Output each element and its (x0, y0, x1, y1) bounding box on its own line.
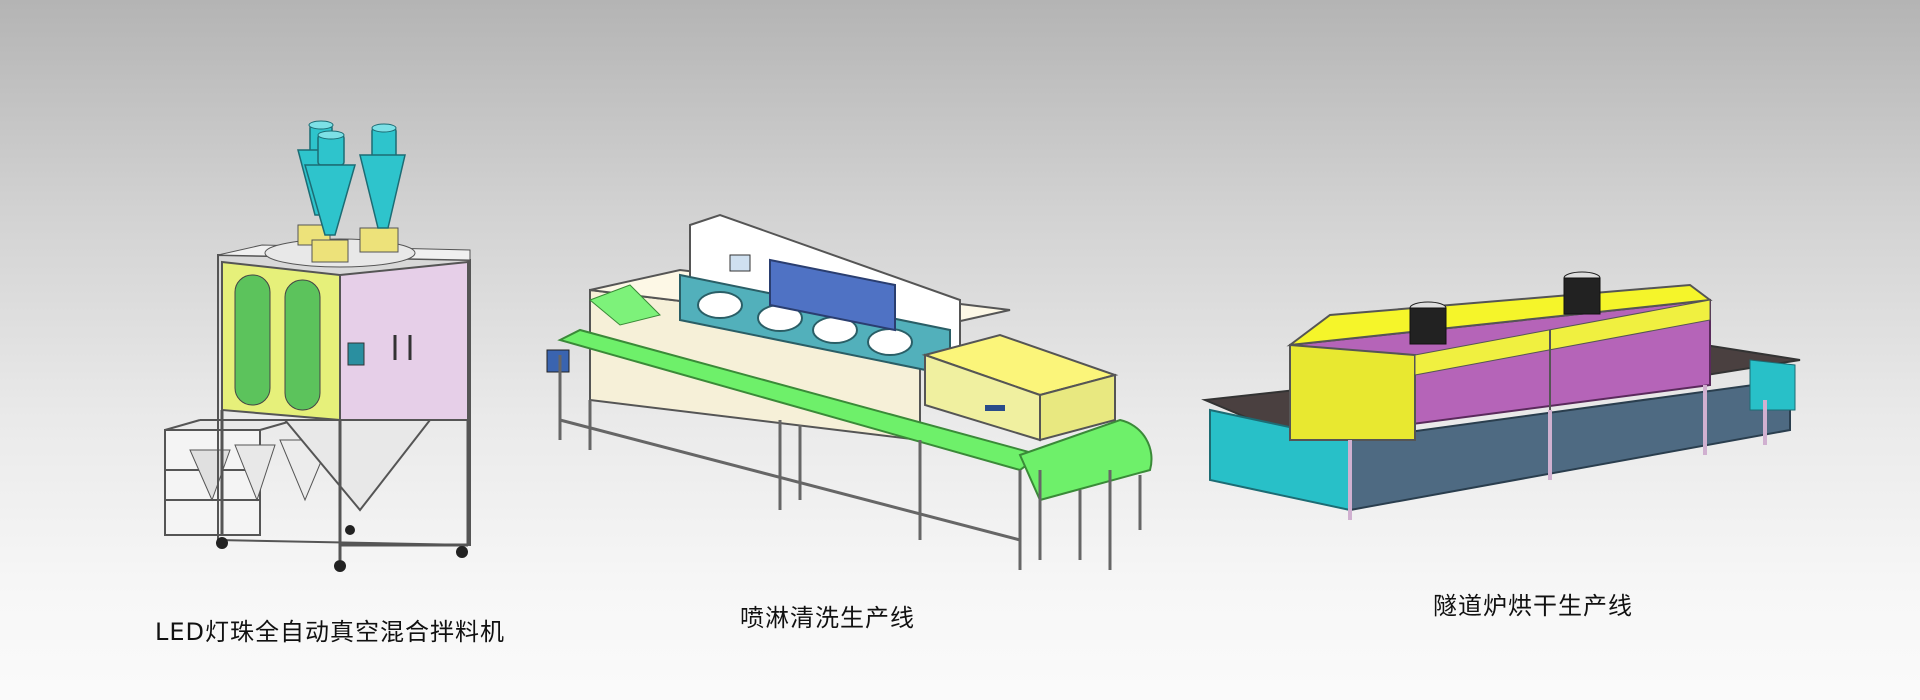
vacuum-mixer-illustration (164, 120, 471, 572)
machine-caption-washing-line: 喷淋清洗生产线 (740, 604, 915, 632)
spray-washing-line-illustration (546, 213, 1153, 570)
tunnel-oven-line-illustration (1201, 271, 1801, 520)
machine-caption-mixer: LED灯珠全自动真空混合拌料机 (155, 618, 506, 646)
machine-caption-tunnel-oven: 隧道炉烘干生产线 (1433, 592, 1633, 620)
